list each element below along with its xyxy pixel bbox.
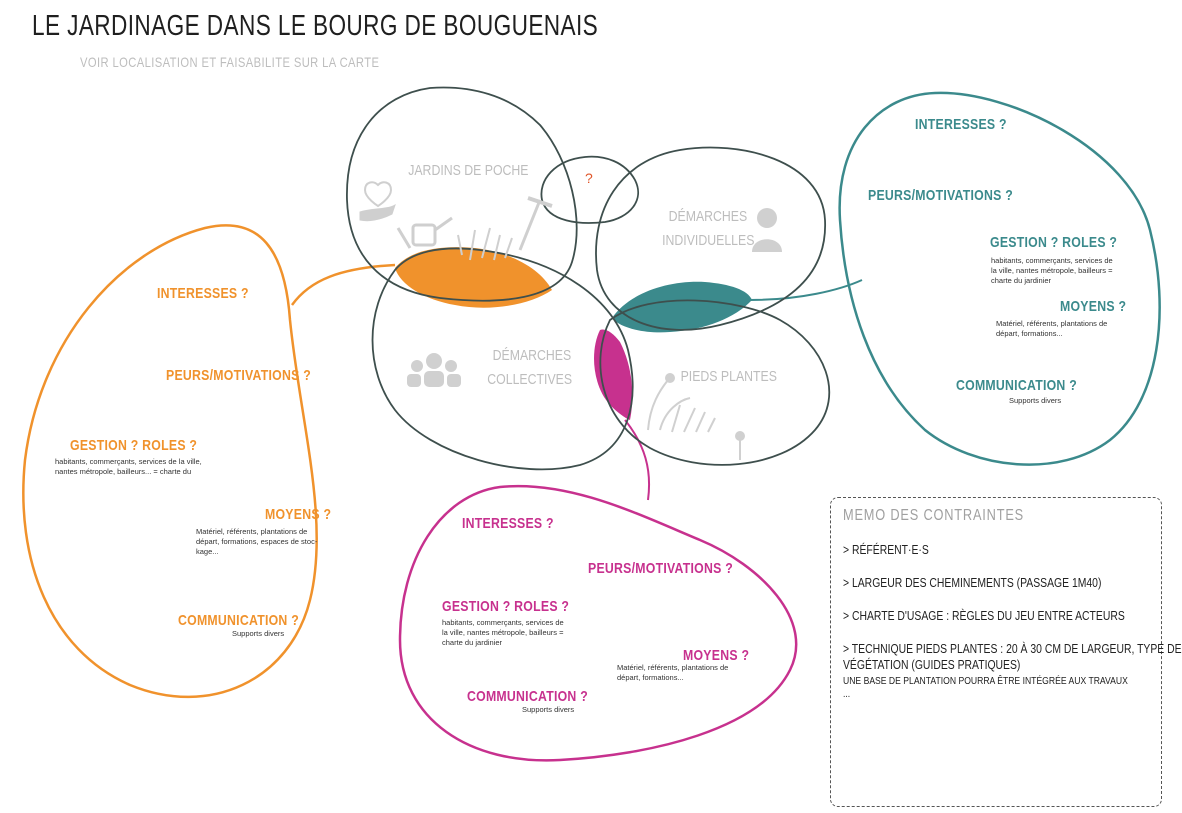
memo-title: MEMO DES CONTRAINTES bbox=[843, 507, 1024, 524]
orange-gestion-detail-2: nantes métropole, bailleurs... = charte … bbox=[55, 467, 192, 476]
gardening-tools-icon bbox=[359, 181, 553, 261]
memo-ellipsis: ... bbox=[843, 688, 851, 700]
magenta-intersection bbox=[594, 329, 633, 420]
teal-communication: COMMUNICATION ? bbox=[956, 377, 1077, 394]
orange-communication: COMMUNICATION ? bbox=[178, 612, 299, 629]
magenta-moyens-detail-1: Matériel, référents, plantations de bbox=[617, 663, 729, 672]
petal-demarches-individuelles bbox=[595, 146, 826, 331]
person-icon bbox=[752, 208, 782, 252]
petal-demarches-collectives bbox=[371, 247, 634, 471]
teal-intersection bbox=[612, 281, 752, 333]
orange-connector bbox=[290, 263, 396, 306]
orange-moyens-detail-3: kage... bbox=[196, 547, 219, 556]
center-question-mark: ? bbox=[585, 170, 593, 186]
memo-item-referents: > RÉFÉRENT·E·S bbox=[843, 542, 929, 557]
petal-jardins-de-poche bbox=[346, 86, 578, 302]
magenta-gestion-detail-3: charte du jardinier bbox=[442, 638, 503, 647]
orange-peurs: PEURS/MOTIVATIONS ? bbox=[166, 367, 311, 384]
orange-gestion-detail-1: habitants, commerçants, services de la v… bbox=[55, 457, 202, 466]
magenta-group-outline bbox=[398, 484, 798, 762]
magenta-gestion-detail-2: la ville, nantes métropole, bailleurs = bbox=[442, 628, 564, 637]
teal-interesses: INTERESSES ? bbox=[915, 116, 1007, 133]
label-demarches-collectives-1: DÉMARCHES bbox=[492, 347, 572, 364]
teal-moyens: MOYENS ? bbox=[1060, 298, 1127, 315]
magenta-peurs: PEURS/MOTIVATIONS ? bbox=[588, 560, 733, 577]
teal-connector bbox=[749, 279, 863, 301]
memo-item-technique: > TECHNIQUE PIEDS PLANTES : 20 À 30 CM D… bbox=[843, 641, 1182, 656]
memo-item-charte: > CHARTE D'USAGE : RÈGLES DU JEU ENTRE A… bbox=[843, 608, 1125, 623]
plants-icon bbox=[647, 373, 745, 460]
magenta-communication: COMMUNICATION ? bbox=[467, 688, 588, 705]
magenta-gestion-detail-1: habitants, commerçants, services de bbox=[442, 618, 564, 627]
magenta-interesses: INTERESSES ? bbox=[462, 515, 554, 532]
orange-moyens: MOYENS ? bbox=[265, 506, 332, 523]
orange-gestion: GESTION ? ROLES ? bbox=[70, 437, 198, 454]
orange-group-outline bbox=[22, 224, 318, 699]
label-jardins-de-poche: JARDINS DE POCHE bbox=[408, 162, 529, 179]
orange-interesses: INTERESSES ? bbox=[157, 285, 249, 302]
teal-gestion-detail-1: habitants, commerçants, services de bbox=[991, 256, 1113, 265]
page-title: LE JARDINAGE DANS LE BOURG DE BOUGUENAIS bbox=[32, 10, 599, 42]
orange-intersection bbox=[395, 247, 552, 308]
orange-communication-detail: Supports divers bbox=[232, 629, 285, 638]
memo-item-vegetation: VÉGÉTATION (GUIDES PRATIQUES) bbox=[843, 657, 1021, 672]
magenta-gestion: GESTION ? ROLES ? bbox=[442, 598, 570, 615]
memo-item-largeur: > LARGEUR DES CHEMINEMENTS (PASSAGE 1M40… bbox=[843, 575, 1102, 590]
magenta-moyens: MOYENS ? bbox=[683, 647, 750, 664]
magenta-connector bbox=[624, 419, 651, 501]
petal-center-question bbox=[540, 155, 640, 224]
teal-communication-detail: Supports divers bbox=[1009, 396, 1062, 405]
teal-gestion-detail-2: la ville, nantes métropole, bailleurs = bbox=[991, 266, 1113, 275]
teal-peurs: PEURS/MOTIVATIONS ? bbox=[868, 187, 1013, 204]
page-subtitle: VOIR LOCALISATION ET FAISABILITE SUR LA … bbox=[80, 54, 380, 70]
label-pieds-plantes: PIEDS PLANTES bbox=[680, 368, 777, 385]
orange-moyens-detail-1: Matériel, référents, plantations de bbox=[196, 527, 308, 536]
petal-pieds-plantes bbox=[599, 299, 831, 466]
teal-moyens-detail-1: Matériel, référents, plantations de bbox=[996, 319, 1108, 328]
magenta-communication-detail: Supports divers bbox=[522, 705, 575, 714]
memo-sub-plantation: UNE BASE DE PLANTATION POURRA ÊTRE INTÉG… bbox=[843, 675, 1128, 687]
label-demarches-collectives-2: COLLECTIVES bbox=[487, 371, 573, 388]
label-demarches-individuelles-2: INDIVIDUELLES bbox=[662, 232, 755, 249]
group-people-icon bbox=[407, 353, 461, 387]
magenta-moyens-detail-2: départ, formations... bbox=[617, 673, 684, 682]
teal-moyens-detail-2: départ, formations... bbox=[996, 329, 1063, 338]
teal-gestion-detail-3: charte du jardinier bbox=[991, 276, 1052, 285]
orange-moyens-detail-2: départ, formations, espaces de stoc- bbox=[196, 537, 318, 546]
teal-group-outline bbox=[838, 91, 1161, 466]
label-demarches-individuelles-1: DÉMARCHES bbox=[668, 208, 748, 225]
memo-box bbox=[830, 497, 1162, 807]
teal-gestion: GESTION ? ROLES ? bbox=[990, 234, 1118, 251]
